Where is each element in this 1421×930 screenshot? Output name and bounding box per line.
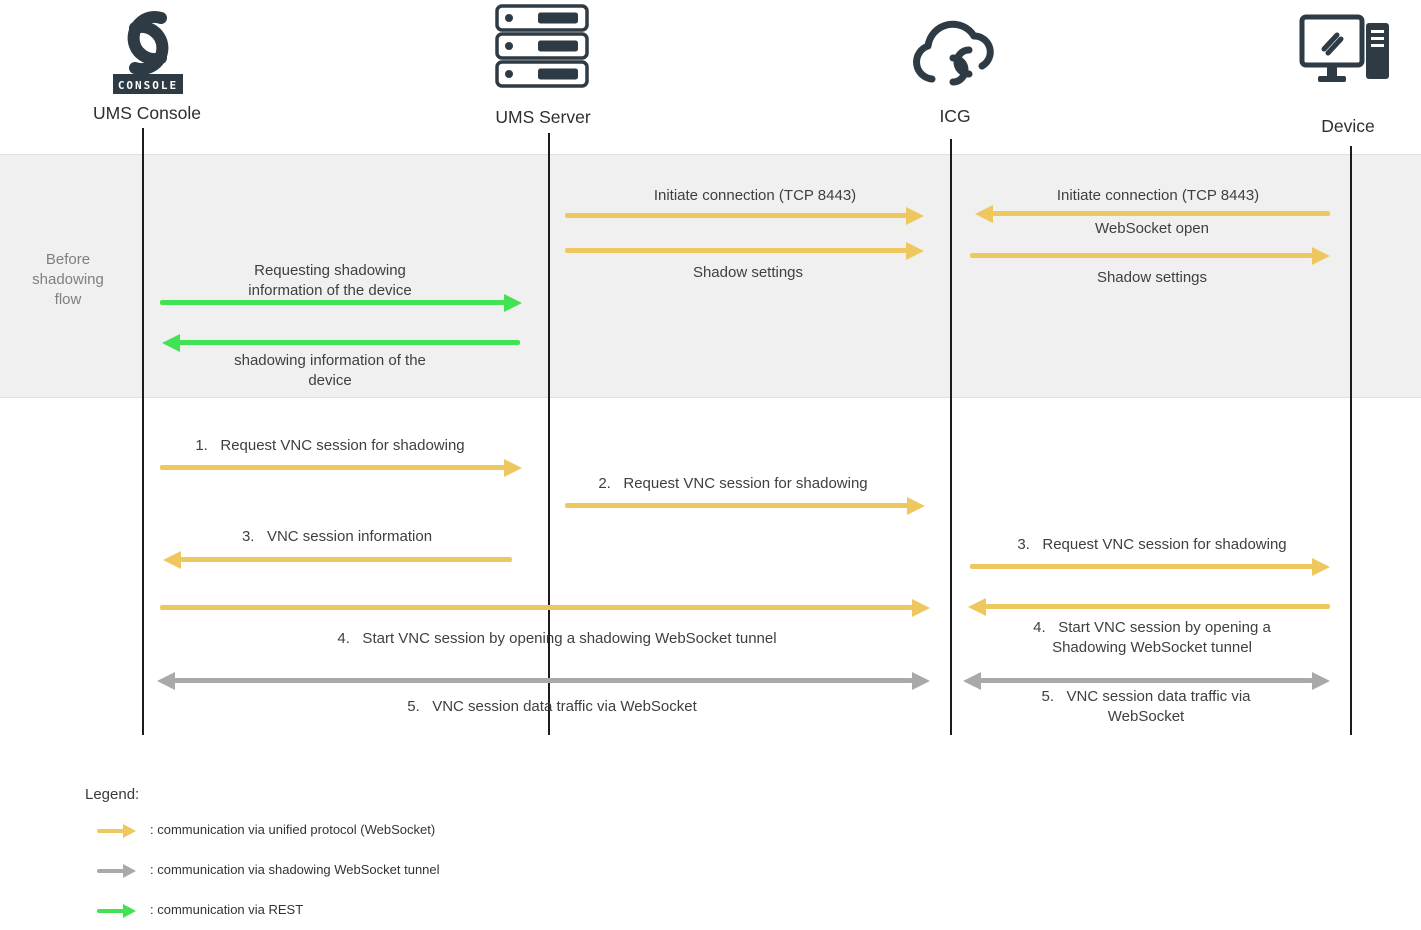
message-step5-vnc-traffic: 5. VNC session data traffic via WebSocke… — [407, 698, 697, 715]
actor-label-icg: ICG — [939, 106, 971, 126]
message-step5-right-line1: 5. VNC session data traffic via — [1041, 688, 1251, 705]
phase-label-line3: flow — [54, 291, 82, 308]
message-requesting-shadowing-info: Requesting shadowing information of the … — [248, 261, 411, 301]
device-icon — [1299, 14, 1389, 82]
arrow-step4-start-vnc-console-icg — [160, 605, 913, 610]
arrow-step5-vnc-traffic-icg-device — [980, 678, 1313, 683]
ums-console-logo-icon: CONSOLE — [113, 11, 183, 94]
legend-green-arrow-icon — [97, 909, 124, 913]
console-badge-label: CONSOLE — [118, 79, 178, 92]
message-step5-vnc-traffic-right: 5. VNC session data traffic via WebSocke… — [1042, 687, 1251, 727]
ums-server-icon — [495, 4, 589, 88]
message-shadowing-info-response-line1: shadowing information of the — [234, 352, 426, 369]
message-step1: 1. Request VNC session for shadowing — [195, 437, 465, 454]
message-shadowing-info-response-line2: device — [308, 372, 352, 389]
legend-label-shadowing-tunnel: : communication via shadowing WebSocket … — [150, 862, 440, 877]
actor-label-ums-console: UMS Console — [93, 103, 201, 123]
arrow-step2-request-vnc-server-icg — [565, 503, 908, 508]
arrow-requesting-shadowing-info — [160, 300, 505, 305]
icg-cloud-icon — [913, 20, 994, 86]
arrow-shadowing-info-response — [179, 340, 520, 345]
arrow-step5-vnc-traffic-console-icg — [174, 678, 913, 683]
arrow-shadow-settings-server-icg — [565, 248, 907, 253]
message-step2: 2. Request VNC session for shadowing — [598, 475, 868, 492]
message-initiate-connection-server-icg: Initiate connection (TCP 8443) — [653, 187, 857, 204]
before-shadowing-phase-band — [0, 154, 1421, 398]
actor-label-device: Device — [1321, 116, 1375, 136]
message-step3-request-vnc-icg-device: 3. Request VNC session for shadowing — [1017, 536, 1287, 553]
lifeline-ums-server — [548, 133, 550, 735]
lifeline-device — [1350, 146, 1352, 735]
lifeline-ums-console — [142, 128, 144, 735]
message-shadow-settings-server-icg: Shadow settings — [692, 264, 804, 281]
phase-label-line1: Before — [45, 251, 91, 268]
legend-yellow-arrow-icon — [97, 829, 124, 833]
legend-title: Legend: — [85, 786, 140, 803]
arrow-initiate-connection-server-icg — [565, 213, 907, 218]
legend-label-unified-protocol: : communication via unified protocol (We… — [150, 822, 436, 837]
actor-label-ums-server: UMS Server — [495, 107, 591, 127]
arrow-step1-request-vnc-console-server — [160, 465, 505, 470]
arrow-initiate-connection-device-icg — [992, 211, 1330, 216]
message-step4-right-line2: Shadowing WebSocket tunnel — [1052, 639, 1252, 656]
arrow-step4-start-vnc-device-icg — [985, 604, 1330, 609]
message-step3-vnc-session-info: 3. VNC session information — [241, 528, 433, 545]
message-requesting-shadowing-info-line1: Requesting shadowing — [254, 262, 406, 279]
message-initiate-connection-device-icg: Initiate connection (TCP 8443) — [1056, 187, 1260, 204]
message-requesting-shadowing-info-line2: information of the device — [248, 282, 412, 299]
message-step4-start-vnc-right: 4. Start VNC session by opening a Shadow… — [1033, 618, 1271, 658]
message-step4-right-line1: 4. Start VNC session by opening a — [1033, 619, 1271, 636]
lifeline-icg — [950, 139, 952, 735]
legend-label-rest: : communication via REST — [150, 902, 304, 917]
arrow-step3-request-vnc-icg-device — [970, 564, 1313, 569]
arrow-step3-vnc-session-info-server-console — [180, 557, 512, 562]
message-shadowing-info-response: shadowing information of the device — [234, 351, 426, 391]
message-shadow-settings-icg-device: Shadow settings — [1096, 269, 1208, 286]
message-step5-right-line2: WebSocket — [1107, 708, 1185, 725]
phase-label-line2: shadowing — [32, 271, 104, 288]
phase-label: Before shadowing flow — [32, 250, 104, 310]
message-websocket-open: WebSocket open — [1095, 220, 1209, 237]
message-step4-start-vnc: 4. Start VNC session by opening a shadow… — [337, 630, 777, 647]
arrow-shadow-settings-icg-device — [970, 253, 1313, 258]
legend-gray-arrow-icon — [97, 869, 124, 873]
